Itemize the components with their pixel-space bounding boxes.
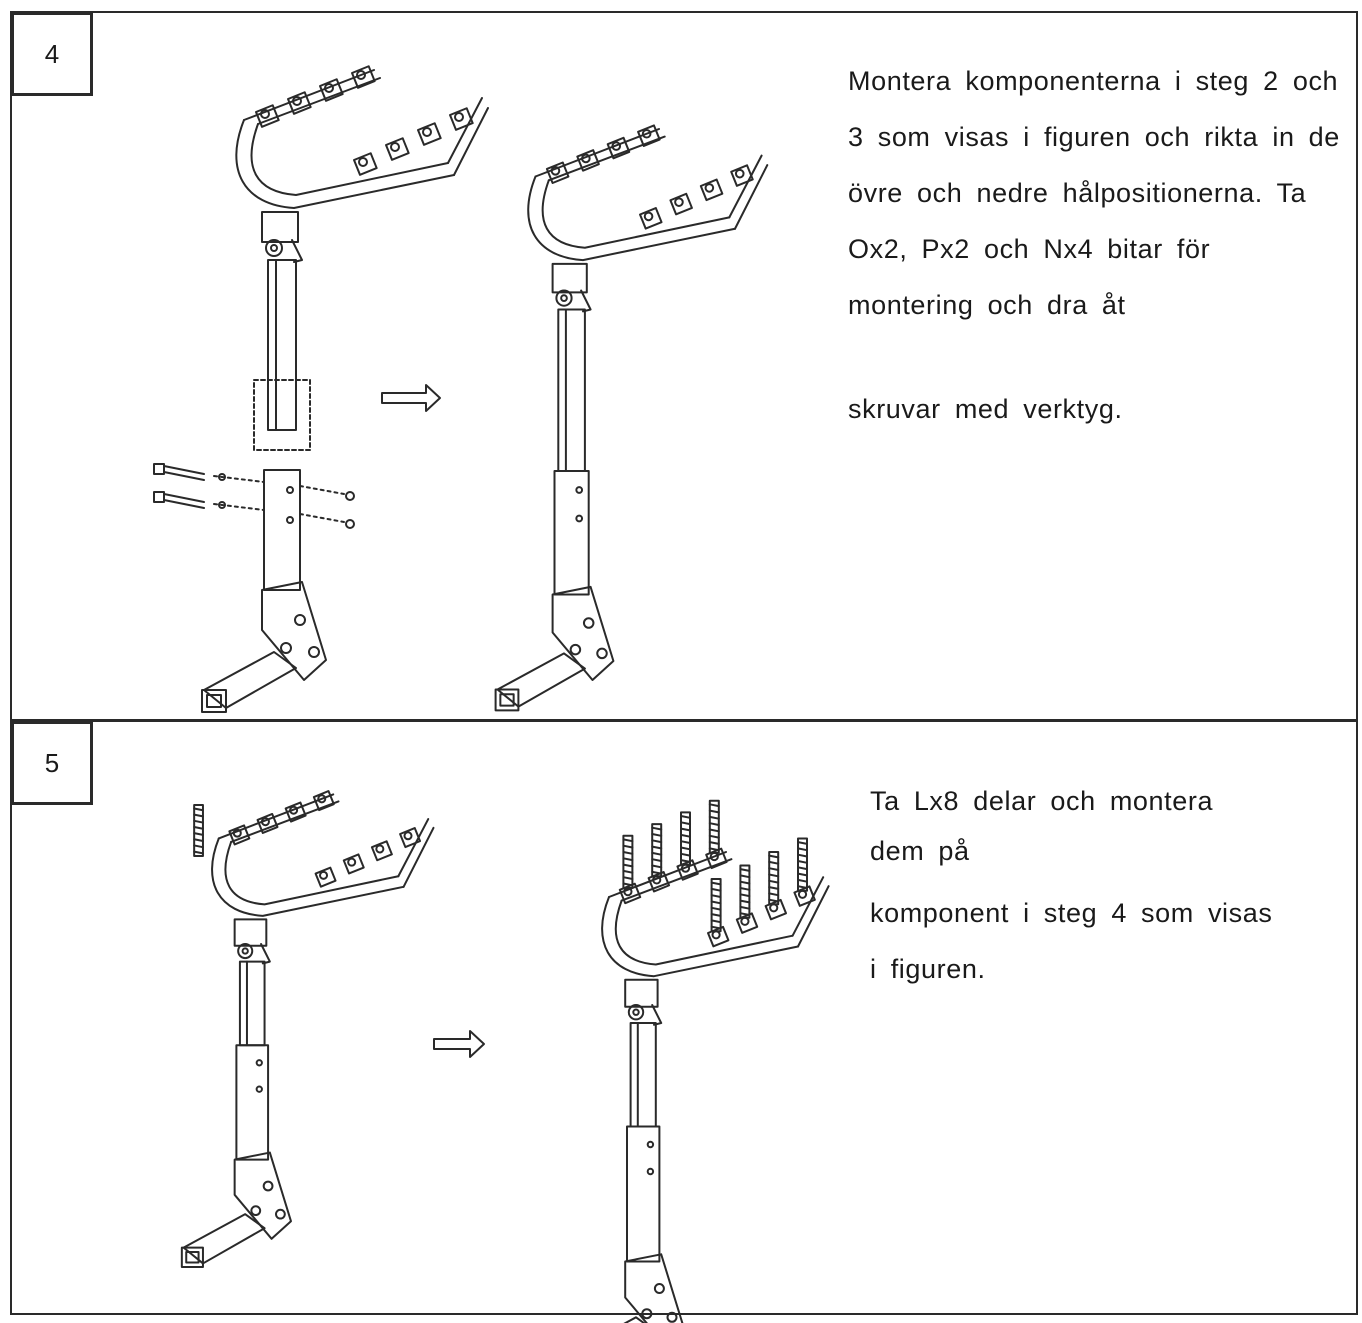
rack-assembled-illustration <box>494 124 769 712</box>
step4-text-line-4: Ox2, Px2 och Nx4 bitar för <box>848 234 1211 264</box>
step-number-4: 4 <box>11 12 93 96</box>
section-divider <box>10 719 1358 722</box>
rack-exploded-illustration <box>153 65 489 713</box>
step-number-5: 5 <box>11 721 93 805</box>
instruction-frame <box>10 11 1358 1315</box>
arrow-right-icon <box>381 384 441 412</box>
step5-text-line-1: Ta Lx8 delar och montera <box>870 786 1214 816</box>
step4-text-line-6: skruvar med verktyg. <box>848 394 1123 424</box>
step4-text-line-5: montering och dra åt <box>848 290 1126 320</box>
rack-with-straps-illustration <box>601 799 830 1323</box>
step4-text-line-1: Montera komponenterna i steg 2 och <box>848 66 1339 96</box>
step5-text-line-3: komponent i steg 4 som visas <box>870 898 1273 928</box>
arrow-right-icon <box>433 1030 485 1058</box>
step4-text-line-3: övre och nedre hålpositionerna. Ta <box>848 178 1307 208</box>
step5-text-line-4: i figuren. <box>870 954 986 984</box>
rack-single-strap-illustration <box>180 790 435 1268</box>
step4-text-line-2: 3 som visas i figuren och rikta in de <box>848 122 1340 152</box>
step5-text-line-2: dem på <box>870 836 970 866</box>
